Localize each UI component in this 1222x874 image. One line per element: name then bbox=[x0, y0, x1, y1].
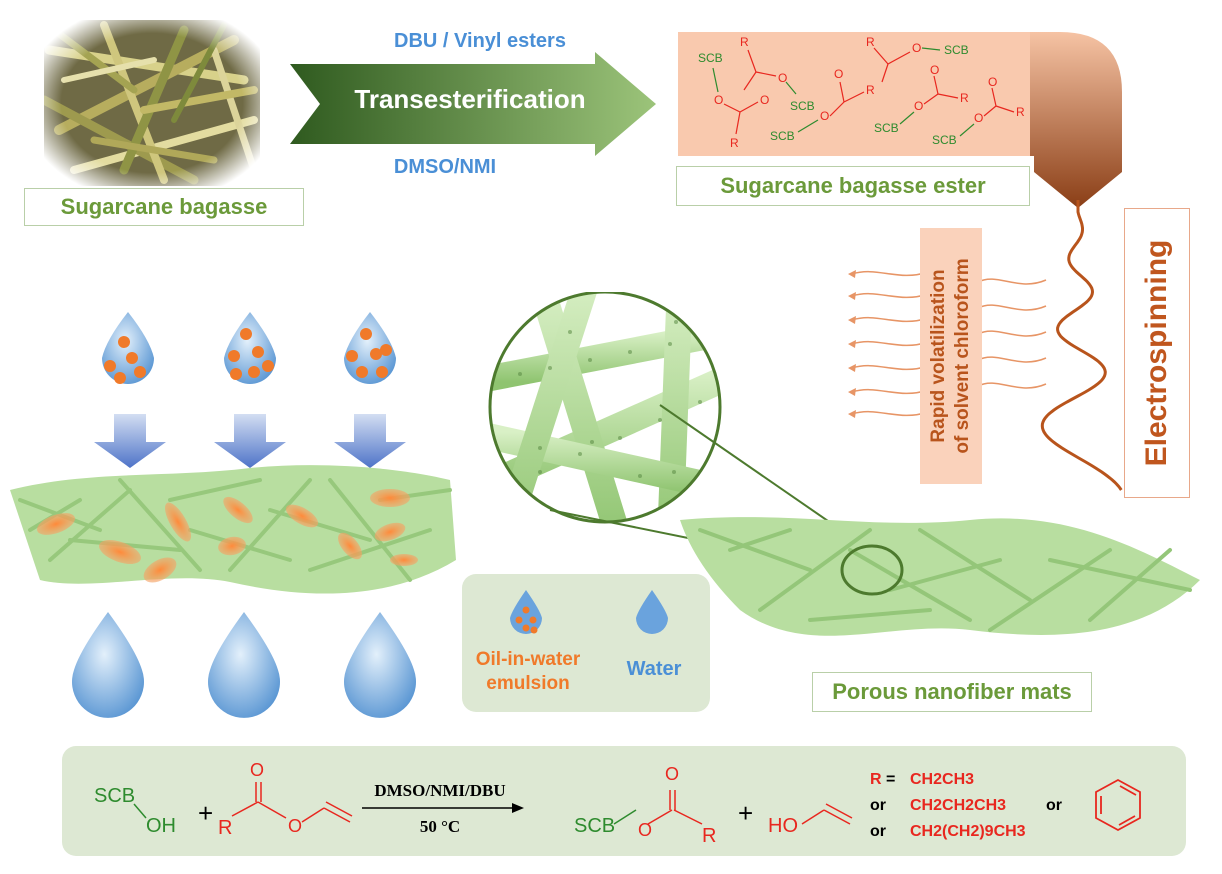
carbonyl-o: O bbox=[250, 760, 264, 780]
product-r: R bbox=[702, 825, 716, 847]
reaction-panel: SCB OH + O R O DMSO/NMI/DBU 50 °C SCB O … bbox=[62, 746, 1186, 856]
ester-o-text: O bbox=[988, 75, 997, 89]
reactant-scb: SCB bbox=[94, 785, 135, 807]
down-arrow-icon bbox=[334, 414, 406, 468]
ester-o-text: O bbox=[820, 109, 829, 123]
r-equals: R = bbox=[870, 771, 895, 788]
water-legend-icon bbox=[636, 590, 668, 634]
conditions-top: DMSO/NMI/DBU bbox=[374, 781, 505, 800]
arrow-reagent-bottom: DMSO/NMI bbox=[393, 156, 497, 178]
ester-o-text: O bbox=[912, 41, 921, 55]
arrow-process-label: Transesterification bbox=[354, 84, 586, 114]
plus-sign: + bbox=[738, 798, 753, 828]
substituent-ethyl: CH2CH3 bbox=[910, 771, 974, 788]
ester-r-text: R bbox=[740, 35, 749, 49]
or-label: or bbox=[870, 823, 886, 840]
ester-scb-text: SCB bbox=[770, 129, 795, 143]
ester-o-text: O bbox=[760, 93, 769, 107]
water-drop-icon bbox=[344, 612, 416, 718]
ester-structures-panel: SCB O R O R O SCB SCB O R bbox=[678, 32, 1034, 156]
volatilization-line1: Rapid volatilization bbox=[928, 269, 949, 443]
fiber-mat bbox=[10, 465, 456, 594]
ester-scb-text: SCB bbox=[790, 99, 815, 113]
volatilization-line2: of solvent chloroform bbox=[952, 258, 973, 454]
product-scb: SCB bbox=[574, 815, 615, 837]
electrospinning-jet bbox=[1010, 200, 1130, 500]
bagasse-photo bbox=[39, 20, 260, 186]
substituent-dodecyl: CH2(CH2)9CH3 bbox=[910, 823, 1026, 840]
substituent-propyl: CH2CH2CH3 bbox=[910, 797, 1006, 814]
emulsion-legend-icon bbox=[510, 590, 542, 634]
legend-box: Oil-in-water emulsion Water bbox=[462, 574, 710, 712]
ester-r-text: R bbox=[730, 136, 739, 150]
legend-water-label: Water bbox=[626, 658, 682, 680]
conditions-bottom: 50 °C bbox=[420, 817, 460, 836]
vinyl-ester-r: R bbox=[218, 817, 232, 839]
ester-o-text: O bbox=[914, 99, 923, 113]
byproduct-ho: HO bbox=[768, 815, 798, 837]
water-drop-icon bbox=[72, 612, 144, 718]
ester-r-text: R bbox=[1016, 105, 1025, 119]
ester-scb-text: SCB bbox=[874, 121, 899, 135]
volatilization-lines bbox=[848, 262, 1048, 432]
legend-emulsion-line2: emulsion bbox=[486, 673, 570, 694]
zoom-focus-ring bbox=[840, 544, 904, 596]
ester-o-text: O bbox=[974, 111, 983, 125]
arrow-reagent-top: DBU / Vinyl esters bbox=[394, 30, 566, 52]
porous-nanofiber-mats-label: Porous nanofiber mats bbox=[812, 672, 1092, 712]
down-arrow-icon bbox=[214, 414, 286, 468]
electrospinning-box: Electrospinning bbox=[1124, 208, 1190, 498]
electrospinning-label: Electrospinning bbox=[1140, 239, 1173, 467]
porous-nanofiber-mat bbox=[670, 490, 1210, 680]
legend-emulsion-line1: Oil-in-water bbox=[475, 649, 581, 670]
spinneret-nozzle bbox=[1030, 32, 1140, 212]
ester-r-text: R bbox=[866, 35, 875, 49]
ester-o-text: O bbox=[834, 67, 843, 81]
ester-scb-text: SCB bbox=[944, 43, 969, 57]
emulsion-drop-icon bbox=[224, 312, 276, 384]
ester-r-text: R bbox=[960, 91, 969, 105]
emulsion-drop-icon bbox=[102, 312, 154, 384]
volatilization-box: Rapid volatilization of solvent chlorofo… bbox=[920, 228, 982, 484]
ester-oxygen: O bbox=[288, 816, 302, 836]
or-label: or bbox=[1046, 797, 1062, 814]
or-label: or bbox=[870, 797, 886, 814]
plus-sign: + bbox=[198, 798, 213, 828]
emulsion-drop-icon bbox=[344, 312, 396, 384]
sugarcane-bagasse-label: Sugarcane bagasse bbox=[24, 188, 304, 226]
sugarcane-bagasse-ester-label: Sugarcane bagasse ester bbox=[676, 166, 1030, 206]
separation-illustration bbox=[10, 300, 460, 720]
ester-o-text: O bbox=[714, 93, 723, 107]
water-drop-icon bbox=[207, 612, 280, 718]
ester-o-text: O bbox=[930, 63, 939, 77]
ester-scb-text: SCB bbox=[932, 133, 957, 147]
ester-o-text: O bbox=[778, 71, 787, 85]
nanofiber-zoom bbox=[480, 290, 740, 532]
product-carbonyl-o: O bbox=[665, 764, 679, 784]
transesterification-arrow bbox=[290, 52, 660, 156]
reactant-oh: OH bbox=[146, 815, 176, 837]
ester-scb-text: SCB bbox=[698, 51, 723, 65]
benzene-ring-icon bbox=[1095, 778, 1141, 832]
ester-r-text: R bbox=[866, 83, 875, 97]
product-ester-o: O bbox=[638, 820, 652, 840]
down-arrow-icon bbox=[94, 414, 166, 468]
